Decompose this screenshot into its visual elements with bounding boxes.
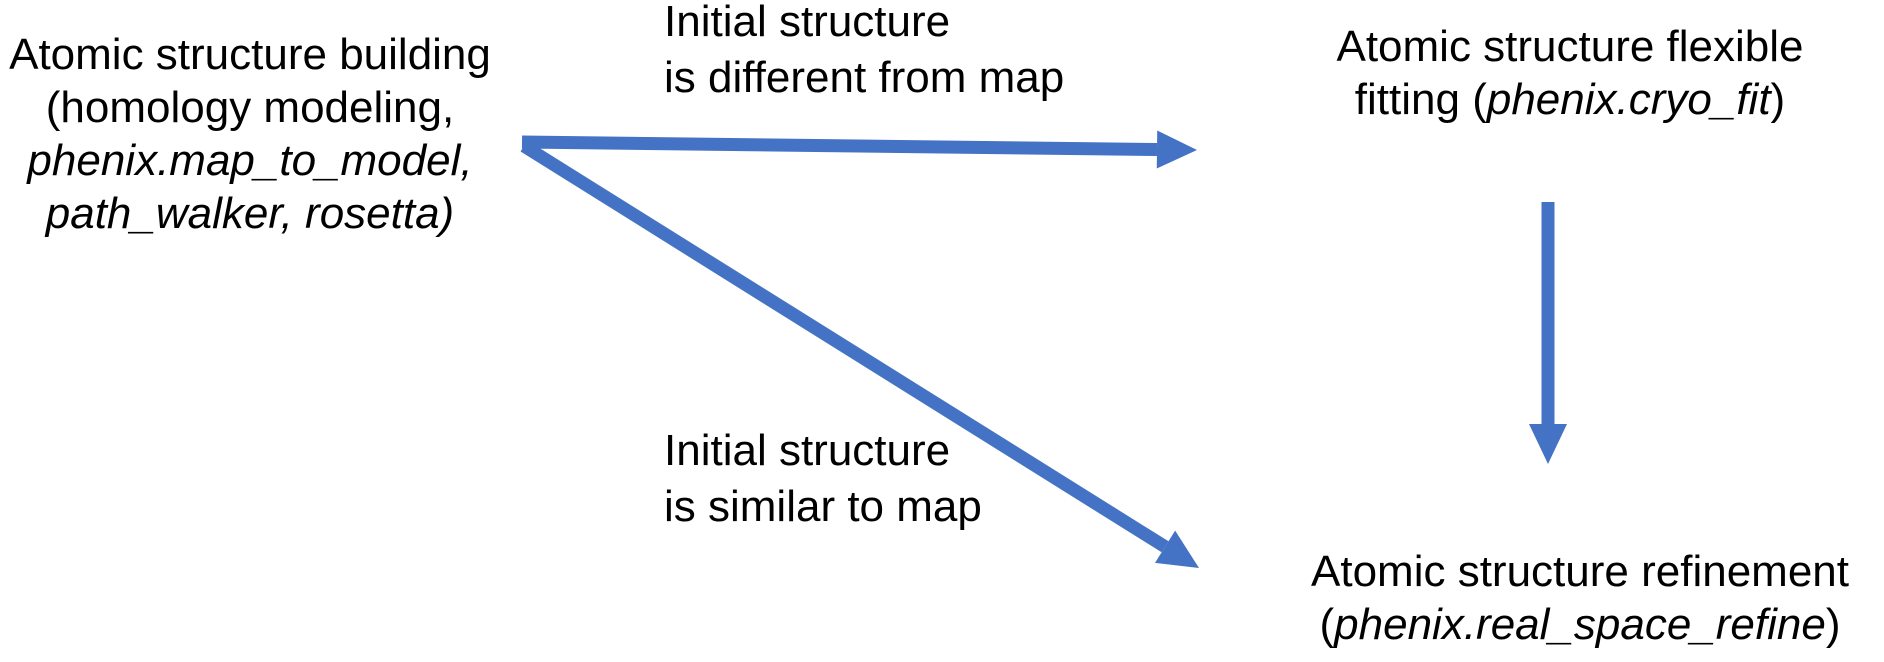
edge-label-different-line1: Initial structure <box>664 0 951 46</box>
arrow-building-to-refinement <box>520 140 1199 568</box>
node-flexible-fitting-line1: Atomic structure flexible <box>1336 22 1804 71</box>
edge-label-different-line2: is different from map <box>664 53 1065 102</box>
node-structure-refinement-line1: Atomic structure refinement <box>1311 547 1849 596</box>
fitting-program-name: phenix.cryo_fit <box>1486 75 1771 124</box>
edge-label-structure-different: Initial structure is different from map <box>664 0 1064 106</box>
arrow-building-to-fitting <box>521 130 1197 169</box>
node-structure-building-line2: (homology modeling, <box>45 83 455 132</box>
fitting-line2-suffix: ) <box>1770 75 1786 124</box>
node-structure-refinement-line2: (phenix.real_space_refine) <box>1280 598 1880 651</box>
edge-label-structure-similar: Initial structure is similar to map <box>664 423 982 535</box>
refinement-program-name: phenix.real_space_refine <box>1334 600 1826 649</box>
refinement-line2-prefix: ( <box>1319 600 1335 649</box>
node-structure-building-line4: path_walker, rosetta) <box>45 189 455 238</box>
node-structure-building-line3: phenix.map_to_model, <box>27 136 473 185</box>
fitting-line2-prefix: fitting ( <box>1354 75 1487 124</box>
edge-label-similar-line2: is similar to map <box>664 482 982 531</box>
refinement-line2-suffix: ) <box>1825 600 1841 649</box>
node-flexible-fitting: Atomic structure flexible fitting (pheni… <box>1285 20 1855 126</box>
arrow-fitting-to-refinement <box>1529 202 1567 464</box>
edge-label-similar-line1: Initial structure <box>664 426 951 475</box>
node-structure-building: Atomic structure building (homology mode… <box>0 28 520 240</box>
node-structure-refinement: Atomic structure refinement (phenix.real… <box>1280 545 1880 651</box>
node-flexible-fitting-line2: fitting (phenix.cryo_fit) <box>1285 73 1855 126</box>
node-structure-building-line1: Atomic structure building <box>9 30 491 79</box>
